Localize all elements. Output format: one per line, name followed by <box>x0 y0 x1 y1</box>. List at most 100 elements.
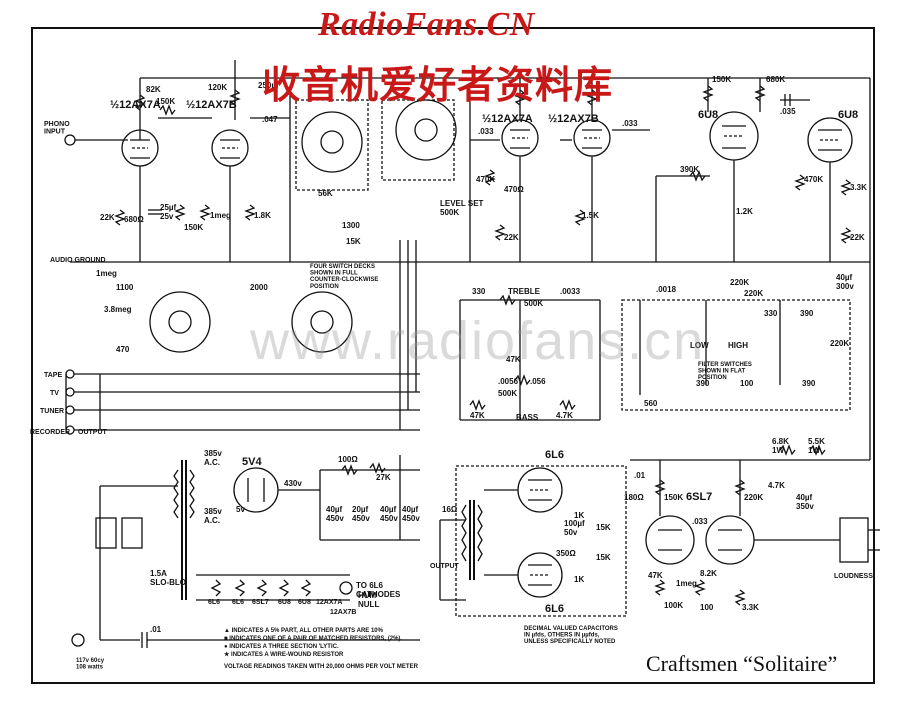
component-value-label: BASS <box>516 413 539 422</box>
component-value-label: 12AX7A <box>316 599 342 606</box>
component-value-label: 1meg <box>210 211 231 220</box>
component-value-label: .01 <box>634 471 646 480</box>
component-value-label: 470K <box>804 175 823 184</box>
phase-inverter <box>645 515 695 565</box>
component-value-label: 390 <box>800 309 814 318</box>
component-value-label: 6U8 <box>278 599 291 606</box>
component-value-label: 680Ω <box>124 215 144 224</box>
component-value-label: 500K <box>524 299 543 308</box>
phono-jack <box>64 134 76 146</box>
tube-label-out1: 6L6 <box>545 449 564 461</box>
component-value-label: 1100 <box>116 283 134 292</box>
component-value-label: 47K <box>470 411 485 420</box>
tube-label-v2: ½12AX7B <box>186 99 237 111</box>
component-value-label: .056 <box>530 377 546 386</box>
legend-line-4: ★ INDICATES A WIRE-WOUND RESISTOR <box>224 651 344 658</box>
component-value-label: 15K <box>596 553 611 562</box>
component-value-label: 4.7K <box>768 481 785 490</box>
component-value-label: 3.3K <box>742 603 759 612</box>
component-value-label: 22K <box>850 233 865 242</box>
component-value-label: 6L6 <box>208 599 220 606</box>
component-value-label: 16Ω <box>442 505 458 514</box>
site-name-cn: 收音机爱好者资料库 <box>262 63 614 107</box>
component-value-label: OUTPUT <box>430 563 460 570</box>
component-value-label: 1.2K <box>736 207 753 216</box>
component-value-label: 470Ω <box>504 185 524 194</box>
component-value-label: 220K <box>830 339 849 348</box>
mains-switch <box>95 517 117 549</box>
component-value-label: 250µf <box>258 81 279 90</box>
component-value-label: LOW <box>690 341 709 350</box>
component-value-label: .0033 <box>560 287 581 296</box>
component-value-label: 560 <box>644 399 658 408</box>
component-value-label: 15K <box>596 523 611 532</box>
tube-label-out2: 6L6 <box>545 603 564 615</box>
tube-label-v6: 6U8 <box>838 109 858 121</box>
switch-deck-3 <box>149 291 211 353</box>
label-output: OUTPUT <box>78 429 108 436</box>
component-value-label: 1300 <box>342 221 360 230</box>
schematic-title: Craftsmen “Solitaire” <box>646 651 838 676</box>
component-value-label: 5v <box>236 505 245 514</box>
component-value-label: .033 <box>622 119 638 128</box>
border <box>31 27 875 684</box>
component-value-label: 82K <box>146 85 161 94</box>
component-value-label: HIGH <box>728 341 748 350</box>
component-value-label: 1.5K <box>582 211 599 220</box>
component-value-label: 6SL7 <box>252 599 269 606</box>
loudness-control <box>839 517 869 563</box>
component-value-label: 150K <box>184 223 203 232</box>
component-value-label: 220K <box>744 289 763 298</box>
component-value-label: 1.8K <box>254 211 271 220</box>
component-value-label: 330 <box>764 309 778 318</box>
component-value-label: 180Ω <box>624 493 644 502</box>
tube-label-v3: ½12AX7A <box>482 113 533 125</box>
component-value-label: 350Ω <box>556 549 576 558</box>
switch-deck-2 <box>395 99 457 161</box>
switch-deck-1 <box>301 111 363 173</box>
component-value-label: 22K <box>504 233 519 242</box>
component-value-label: 470K <box>476 175 495 184</box>
component-value-label: 120K <box>208 83 227 92</box>
component-value-label: 150K <box>712 75 731 84</box>
component-value-label: 150K <box>156 97 175 106</box>
legend-line-2: ■ INDICATES ONE OF A PAIR OF MATCHED RES… <box>224 636 402 642</box>
site-name: RadioFans.CN <box>318 6 535 43</box>
component-value-label: 1meg <box>676 579 697 588</box>
tube-label-v1: ½12AX7A <box>110 99 161 111</box>
component-value-label: 220K <box>744 493 763 502</box>
label-audio-ground: AUDIO GROUND <box>50 257 106 264</box>
component-value-label: 8.2K <box>700 569 717 578</box>
component-value-label: 6U8 <box>298 599 311 606</box>
component-value-label: 150K <box>664 493 683 502</box>
tube-label-v5: 6U8 <box>698 109 718 121</box>
tube-label-pi: 6SL7 <box>686 491 712 503</box>
component-value-label: 100Ω <box>338 455 358 464</box>
component-value-label: 680K <box>766 75 785 84</box>
tuner-jack <box>65 405 75 415</box>
label-tape: TAPE <box>44 372 62 379</box>
output-stage-box <box>455 465 627 617</box>
tv-jack <box>65 387 75 397</box>
component-value-label: 470 <box>116 345 130 354</box>
component-value-label: 47K <box>506 355 521 364</box>
component-value-label: 1K <box>574 575 584 584</box>
label-recorder: RECORDER <box>30 429 70 436</box>
component-value-label: .033 <box>692 517 708 526</box>
component-value-label: 100K <box>664 601 683 610</box>
label-tv: TV <box>50 390 59 397</box>
component-value-label: 220K <box>730 278 749 287</box>
